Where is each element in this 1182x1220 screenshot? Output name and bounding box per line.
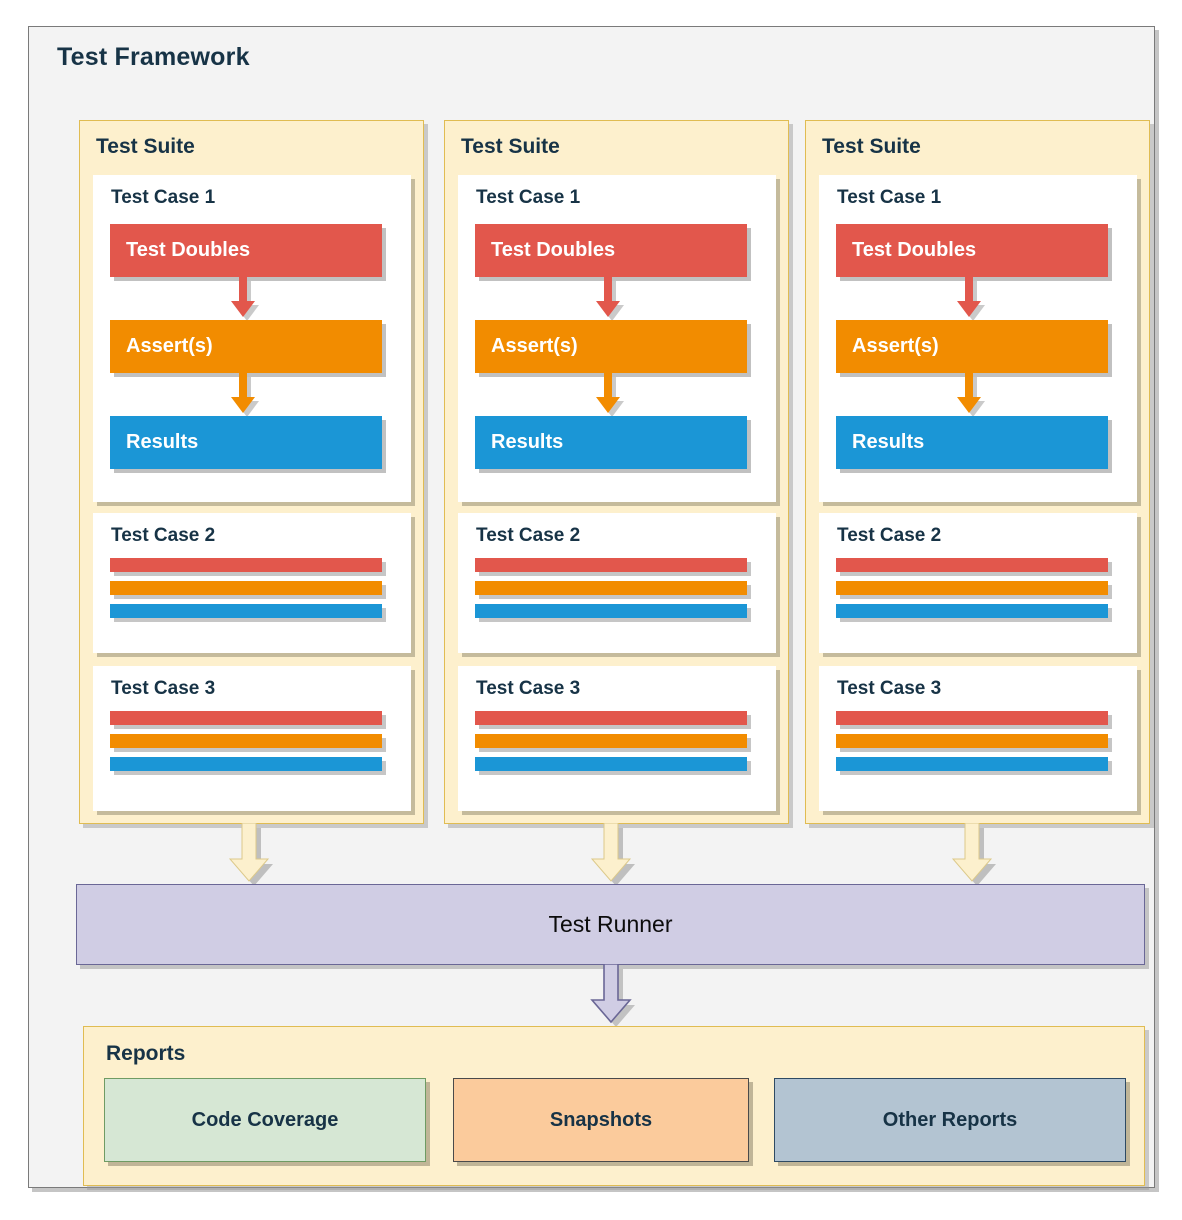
report-other-reports[interactable]: Other Reports xyxy=(774,1078,1126,1162)
results-label: Results xyxy=(126,431,199,453)
test-framework-container: Test Framework Test Suite Test Case 1 Te… xyxy=(28,26,1155,1188)
down-arrow-icon xyxy=(231,277,259,321)
asserts-label: Assert(s) xyxy=(126,335,213,357)
report-label: Snapshots xyxy=(549,1108,653,1131)
mini-bar-red xyxy=(110,558,382,572)
report-snapshots[interactable]: Snapshots xyxy=(453,1078,749,1162)
down-arrow-icon xyxy=(228,823,273,886)
asserts-bar[interactable]: Assert(s) xyxy=(475,320,747,373)
results-bar[interactable]: Results xyxy=(110,416,382,469)
test-doubles-label: Test Doubles xyxy=(852,239,977,261)
down-arrow-icon xyxy=(957,277,985,321)
mini-bar-red xyxy=(475,711,747,725)
test-case-card-2[interactable]: Test Case 2 xyxy=(458,513,776,653)
report-label: Other Reports xyxy=(882,1108,1018,1131)
test-case-title: Test Case 1 xyxy=(837,187,942,208)
test-suite-title: Test Suite xyxy=(96,135,195,158)
mini-bar-red xyxy=(836,558,1108,572)
down-arrow-icon xyxy=(590,964,635,1027)
mini-bar-red xyxy=(110,711,382,725)
reports-container: Reports Code Coverage Snapshots Other Re… xyxy=(83,1026,1145,1186)
mini-bar-orange xyxy=(475,734,747,748)
mini-bar-blue xyxy=(475,604,747,618)
test-doubles-bar[interactable]: Test Doubles xyxy=(836,224,1108,277)
down-arrow-icon xyxy=(231,373,259,417)
test-case-card-2[interactable]: Test Case 2 xyxy=(93,513,411,653)
test-case-card-2[interactable]: Test Case 2 xyxy=(819,513,1137,653)
test-case-card-1[interactable]: Test Case 1 Test Doubles Assert(s) Resul… xyxy=(93,175,411,502)
test-case-card-1[interactable]: Test Case 1 Test Doubles Assert(s) Resul… xyxy=(458,175,776,502)
test-case-card-1[interactable]: Test Case 1 Test Doubles Assert(s) Resul… xyxy=(819,175,1137,502)
test-runner-label: Test Runner xyxy=(548,911,673,937)
results-label: Results xyxy=(491,431,564,453)
asserts-bar[interactable]: Assert(s) xyxy=(836,320,1108,373)
mini-bar-red xyxy=(475,558,747,572)
results-label: Results xyxy=(852,431,925,453)
asserts-bar[interactable]: Assert(s) xyxy=(110,320,382,373)
mini-bar-orange xyxy=(110,734,382,748)
mini-bar-orange xyxy=(110,581,382,595)
test-doubles-label: Test Doubles xyxy=(126,239,251,261)
mini-bar-blue xyxy=(836,604,1108,618)
test-case-card-3[interactable]: Test Case 3 xyxy=(458,666,776,811)
down-arrow-icon xyxy=(957,373,985,417)
results-bar[interactable]: Results xyxy=(475,416,747,469)
results-bar[interactable]: Results xyxy=(836,416,1108,469)
mini-bar-orange xyxy=(836,581,1108,595)
reports-title: Reports xyxy=(106,1042,186,1065)
test-case-title: Test Case 2 xyxy=(111,525,216,546)
down-arrow-icon xyxy=(590,823,635,886)
asserts-label: Assert(s) xyxy=(491,335,578,357)
test-case-title: Test Case 1 xyxy=(111,187,216,208)
test-case-title: Test Case 3 xyxy=(476,678,581,699)
mini-bar-blue xyxy=(110,604,382,618)
down-arrow-icon xyxy=(596,373,624,417)
test-suite-1[interactable]: Test Suite Test Case 1 Test Doubles Asse… xyxy=(79,120,424,824)
down-arrow-icon xyxy=(951,823,996,886)
asserts-label: Assert(s) xyxy=(852,335,939,357)
test-suite-2[interactable]: Test Suite Test Case 1 Test Doubles Asse… xyxy=(444,120,789,824)
test-doubles-bar[interactable]: Test Doubles xyxy=(475,224,747,277)
mini-bar-blue xyxy=(836,757,1108,771)
test-case-card-3[interactable]: Test Case 3 xyxy=(93,666,411,811)
test-case-card-3[interactable]: Test Case 3 xyxy=(819,666,1137,811)
test-case-title: Test Case 3 xyxy=(837,678,942,699)
test-runner-box[interactable]: Test Runner xyxy=(76,884,1145,965)
mini-bar-blue xyxy=(475,757,747,771)
test-case-title: Test Case 2 xyxy=(837,525,942,546)
mini-bar-blue xyxy=(110,757,382,771)
test-doubles-bar[interactable]: Test Doubles xyxy=(110,224,382,277)
test-case-title: Test Case 2 xyxy=(476,525,581,546)
mini-bar-orange xyxy=(836,734,1108,748)
test-suite-title: Test Suite xyxy=(822,135,921,158)
mini-bar-red xyxy=(836,711,1108,725)
test-suite-title: Test Suite xyxy=(461,135,560,158)
test-case-title: Test Case 1 xyxy=(476,187,581,208)
down-arrow-icon xyxy=(596,277,624,321)
test-doubles-label: Test Doubles xyxy=(491,239,616,261)
test-suite-3[interactable]: Test Suite Test Case 1 Test Doubles Asse… xyxy=(805,120,1150,824)
page-title: Test Framework xyxy=(57,43,250,71)
test-case-title: Test Case 3 xyxy=(111,678,216,699)
report-code-coverage[interactable]: Code Coverage xyxy=(104,1078,426,1162)
report-label: Code Coverage xyxy=(191,1108,339,1131)
mini-bar-orange xyxy=(475,581,747,595)
